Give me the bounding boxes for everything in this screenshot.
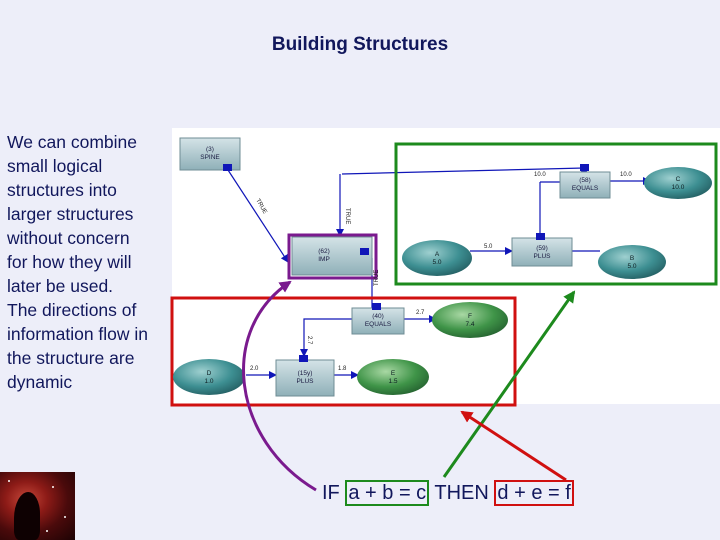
body-line: the structure are xyxy=(7,348,135,368)
formula-green-part: a + b = c xyxy=(345,480,430,506)
body-line: small logical xyxy=(7,156,103,176)
node-label: EQUALS xyxy=(365,321,392,328)
node-a: A 5.0 xyxy=(402,240,472,276)
star xyxy=(52,486,54,488)
red-highlight-box xyxy=(170,296,517,407)
nebula-horsehead xyxy=(14,492,40,540)
edge-label: 2.0 xyxy=(250,366,259,372)
body-text: We can combine small logical structures … xyxy=(7,130,175,394)
node-label: A xyxy=(435,251,440,258)
edge-label: 2.7 xyxy=(416,310,425,316)
red-arrow xyxy=(460,410,567,482)
body-line: We can combine xyxy=(7,132,138,152)
node-label: B xyxy=(630,255,634,262)
node-label: (58) xyxy=(579,177,591,184)
node-c: C 10.0 xyxy=(644,167,712,199)
edge-label: TRUE xyxy=(374,270,380,286)
star xyxy=(64,516,66,518)
node-label: 1.5 xyxy=(388,378,397,385)
connector-equals-plus xyxy=(300,318,352,357)
star xyxy=(46,530,48,532)
edge-label: 10.0 xyxy=(534,172,546,178)
nebula-image xyxy=(0,472,75,540)
body-line: without concern xyxy=(7,228,130,248)
edge-label: 10.0 xyxy=(620,172,632,178)
node-label: C xyxy=(676,176,681,183)
node-label: IMP xyxy=(318,256,330,263)
body-line: structures into xyxy=(7,180,117,200)
node-label: (40) xyxy=(372,313,384,320)
formula-if: IF xyxy=(322,482,340,504)
edge-label: 5.0 xyxy=(484,244,493,250)
body-line: for how they will xyxy=(7,252,132,272)
node-equals-mid: (40) EQUALS xyxy=(351,303,405,335)
node-f: F 7.4 xyxy=(432,302,508,338)
star xyxy=(8,480,10,482)
node-label: 5.0 xyxy=(627,263,636,270)
connector-spine-imp xyxy=(227,169,289,263)
node-plus-top: (59) PLUS xyxy=(511,233,573,267)
node-label: (15y) xyxy=(298,370,313,377)
edge-label: TRUE xyxy=(344,208,350,224)
node-spine: (3) SPINE xyxy=(179,137,241,171)
body-line: The directions of xyxy=(7,300,137,320)
node-label: D xyxy=(207,370,212,377)
node-label: 7.4 xyxy=(465,321,474,328)
formula-then: THEN xyxy=(434,482,489,504)
node-b: B 5.0 xyxy=(598,245,666,279)
purple-arrow xyxy=(242,280,317,492)
connector-top-line xyxy=(341,167,585,175)
node-imp: (62) IMP xyxy=(291,236,373,276)
body-line: information flow in xyxy=(7,324,149,344)
node-label: (62) xyxy=(318,248,330,255)
node-label: SPINE xyxy=(200,154,220,161)
body-line: larger structures xyxy=(7,204,134,224)
node-label: 5.0 xyxy=(432,259,441,266)
node-label: EQUALS xyxy=(572,185,599,192)
slide-title: Building Structures xyxy=(271,34,449,55)
node-label: 1.0 xyxy=(204,378,213,385)
node-label: PLUS xyxy=(297,378,315,385)
green-highlight-box xyxy=(394,142,718,286)
node-d: D 1.0 xyxy=(173,359,245,395)
node-label: (3) xyxy=(206,146,214,153)
node-label: 10.0 xyxy=(672,184,685,191)
node-label: PLUS xyxy=(534,253,552,260)
body-line: dynamic xyxy=(7,372,73,392)
formula: IF a + b = c THEN d + e = f xyxy=(322,480,574,510)
formula-red-part: d + e = f xyxy=(494,480,574,506)
node-label: (59) xyxy=(536,245,548,252)
edge-label: 1.8 xyxy=(338,366,347,372)
node-label: F xyxy=(468,313,472,320)
node-plus-bottom: (15y) PLUS xyxy=(275,355,335,397)
edge-label: 2.7 xyxy=(306,336,312,345)
body-line: later be used. xyxy=(7,276,114,296)
green-arrow xyxy=(442,290,576,478)
node-e: E 1.5 xyxy=(357,359,429,395)
node-equals-top: (58) EQUALS xyxy=(559,164,611,199)
node-label: E xyxy=(391,370,396,377)
purple-highlight-box xyxy=(287,233,378,280)
